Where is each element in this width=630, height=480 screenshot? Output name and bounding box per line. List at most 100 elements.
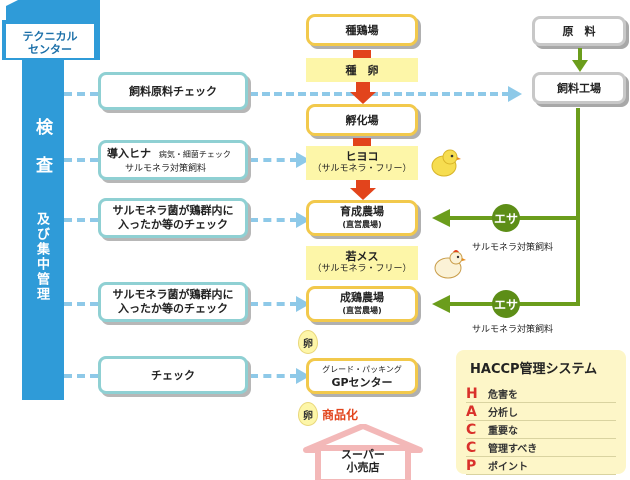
- check-salmonella-layer: サルモネラ菌が鶏群内に 入ったか等のチェック: [98, 282, 248, 322]
- rearing-farm-label: 育成農場: [340, 205, 384, 218]
- dashed-line-1b: [250, 92, 510, 96]
- gp-line2: GPセンター: [331, 376, 393, 389]
- red-arrow-3: [353, 138, 371, 146]
- red-arrow-1: [353, 50, 371, 58]
- dashed-line-2b: [250, 158, 298, 162]
- technical-center-building: [0, 0, 100, 62]
- feed-badge-rearing-label: エサ: [493, 211, 518, 226]
- dashed-arrowhead-1: [508, 86, 522, 102]
- layer-farm-box: 成鶏農場 (直営農場): [306, 286, 418, 322]
- egg-icon-1: 卵: [298, 330, 318, 354]
- check-chick-intake-sub: サルモネラ対策飼料: [125, 164, 207, 174]
- rearing-farm-box: 育成農場 (直営農場): [306, 200, 418, 236]
- raw-material-label: 原 料: [562, 25, 596, 38]
- check-salmonella-rearing-line1: サルモネラ菌が鶏群内に: [112, 204, 234, 217]
- pullet-sub: （サルモネラ・フリー）: [312, 264, 412, 274]
- seed-egg-label: 種 卵: [345, 64, 379, 77]
- store-building-icon: [303, 424, 423, 480]
- haccp-item: A 分析し: [466, 403, 616, 421]
- check-feed-raw-material-label: 飼料原料チェック: [129, 85, 217, 98]
- chick-sub: （サルモネラ・フリー）: [312, 164, 412, 174]
- feed-arrowhead-layer: [432, 295, 450, 313]
- dashed-line-4b: [250, 302, 298, 306]
- haccp-text: 管理すべき: [488, 444, 538, 455]
- feed-mill-box: 飼料工場: [532, 72, 626, 104]
- check-feed-raw-material: 飼料原料チェック: [98, 72, 248, 110]
- chick-strip: ヒヨコ （サルモネラ・フリー）: [306, 146, 418, 180]
- feed-arrowhead-rearing: [432, 209, 450, 227]
- commercialization-label: 商品化: [322, 408, 359, 422]
- dashed-arrowhead-3: [296, 212, 310, 228]
- dashed-line-4a: [64, 302, 98, 306]
- store-line1: スーパー: [341, 448, 385, 461]
- breeding-farm-box: 種鶏場: [306, 14, 418, 46]
- egg-label-2: 卵: [303, 410, 313, 422]
- egg-label-1: 卵: [303, 338, 313, 350]
- inspection-title: 検 査: [32, 118, 52, 175]
- gp-center-box: グレード・パッキング GPセンター: [306, 358, 418, 394]
- chick-icon: [431, 149, 461, 177]
- haccp-item: C 重要な: [466, 421, 616, 439]
- haccp-item: P ポイント: [466, 457, 616, 475]
- haccp-text: 重要な: [488, 426, 518, 437]
- check-salmonella-rearing: サルモネラ菌が鶏群内に 入ったか等のチェック: [98, 198, 248, 238]
- haccp-text: 分析し: [488, 408, 518, 419]
- inspection-column: [22, 60, 64, 400]
- hen-icon: [434, 250, 466, 279]
- gp-line1: グレード・パッキング: [322, 365, 402, 374]
- check-salmonella-layer-line1: サルモネラ菌が鶏群内に: [112, 288, 234, 301]
- haccp-text: 危害を: [488, 390, 518, 401]
- feed-line-vertical: [576, 108, 580, 304]
- pullet-strip: 若メス （サルモネラ・フリー）: [306, 246, 418, 280]
- central-management-title: 及び集中管理: [34, 212, 49, 302]
- haccp-title: HACCP管理システム: [470, 362, 598, 377]
- check-salmonella-layer-line2: 入ったか等のチェック: [118, 302, 228, 315]
- salmonella-feed-label-1: サルモネラ対策飼料: [472, 243, 554, 253]
- haccp-letter: C: [466, 421, 477, 438]
- haccp-list: H 危害を A 分析し C 重要な C 管理すべき P ポイント: [466, 385, 616, 475]
- rearing-farm-sub: (直営農場): [342, 220, 382, 229]
- dashed-line-5a: [64, 374, 98, 378]
- haccp-panel: HACCP管理システム H 危害を A 分析し C 重要な C 管理すべき P …: [456, 350, 626, 475]
- chick-label: ヒヨコ: [345, 150, 379, 163]
- seed-egg-strip: 種 卵: [306, 58, 418, 82]
- feed-badge-layer-label: エサ: [493, 297, 518, 312]
- dashed-arrowhead-4: [296, 296, 310, 312]
- raw-material-box: 原 料: [532, 16, 626, 46]
- building-icon: [2, 0, 100, 62]
- dashed-line-3b: [250, 218, 298, 222]
- green-arrow-down: [572, 48, 588, 72]
- red-arrow-2: [350, 82, 376, 104]
- check-chick-intake-note: 病気・細菌チェック: [158, 150, 231, 159]
- haccp-letter: A: [466, 403, 477, 420]
- breeding-farm-label: 種鶏場: [345, 24, 379, 37]
- layer-farm-sub: (直営農場): [342, 306, 382, 315]
- haccp-letter: P: [466, 457, 477, 474]
- red-arrow-4: [350, 180, 376, 200]
- feed-badge-layer: エサ: [492, 290, 520, 318]
- salmonella-feed-label-2: サルモネラ対策飼料: [472, 325, 554, 335]
- haccp-text: ポイント: [488, 462, 528, 473]
- check-gp-label: チェック: [151, 369, 195, 382]
- haccp-item: H 危害を: [466, 385, 616, 403]
- dashed-line-2a: [64, 158, 98, 162]
- layer-farm-label: 成鶏農場: [340, 291, 384, 304]
- dashed-arrowhead-5: [296, 368, 310, 384]
- haccp-letter: H: [466, 385, 478, 402]
- technical-center-line1: テクニカル: [22, 30, 78, 43]
- feed-badge-rearing: エサ: [492, 204, 520, 232]
- store-label: スーパー 小売店: [318, 446, 408, 476]
- check-chick-intake: 導入ヒナ 病気・細菌チェック サルモネラ対策飼料: [98, 140, 248, 180]
- dashed-arrowhead-2: [296, 152, 310, 168]
- technical-center-line2: センター: [28, 43, 72, 56]
- check-gp: チェック: [98, 356, 248, 394]
- egg-icon-2: 卵: [298, 402, 318, 426]
- check-salmonella-rearing-line2: 入ったか等のチェック: [118, 218, 228, 231]
- check-chick-intake-title: 導入ヒナ: [107, 147, 151, 160]
- haccp-item: C 管理すべき: [466, 439, 616, 457]
- pullet-label: 若メス: [345, 250, 379, 263]
- hatchery-box: 孵化場: [306, 104, 418, 136]
- feed-mill-label: 飼料工場: [557, 82, 601, 95]
- technical-center-label: テクニカル センター: [6, 28, 94, 58]
- haccp-letter: C: [466, 439, 477, 456]
